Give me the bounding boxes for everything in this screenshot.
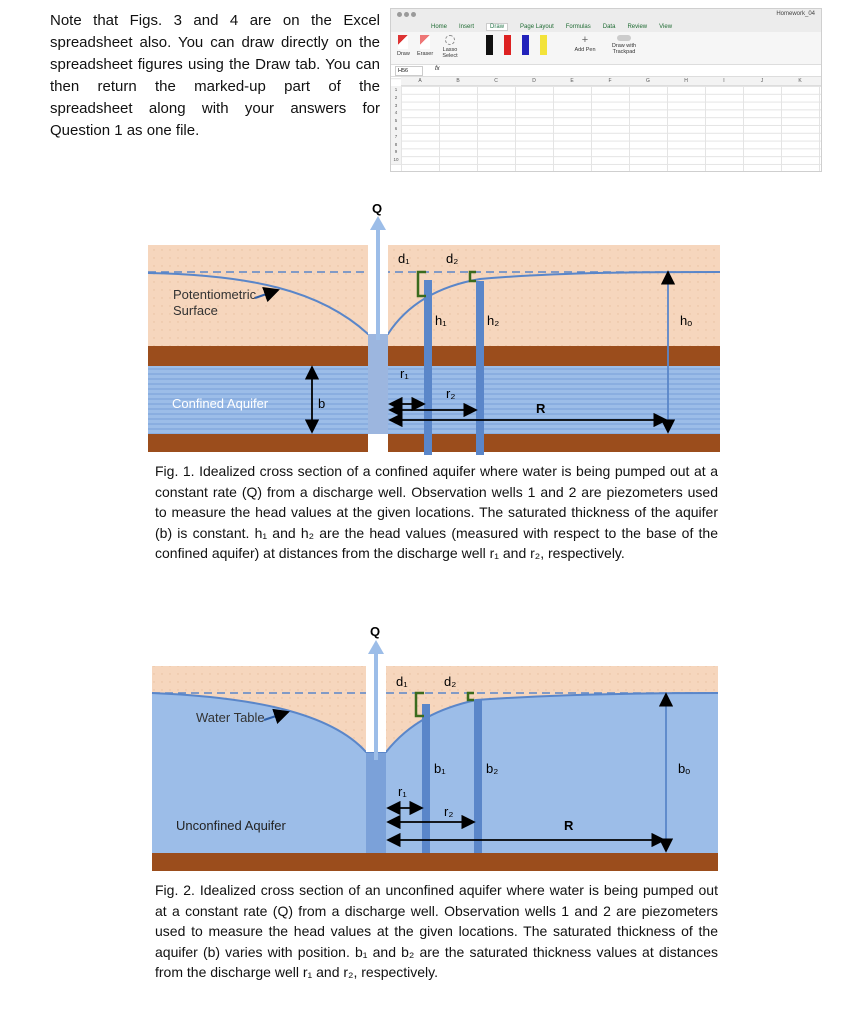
fx-icon[interactable]: fx [435,66,440,72]
bracket-2-d1 [414,691,424,718]
label2-r: R [564,818,574,833]
water-table-pointer-arrow [263,708,290,725]
add-pen-button[interactable]: +Add Pen [574,34,596,54]
pen-blue-button[interactable] [522,35,529,57]
tab-insert[interactable]: Insert [459,23,475,30]
label-b: b [318,396,325,411]
aquifer-base [148,434,720,452]
tab-home[interactable]: Home [431,23,448,30]
tab-view[interactable]: View [659,23,673,30]
label-d2: d₂ [446,251,458,266]
label2-b2: b₂ [486,761,498,776]
draw-ribbon: Draw Eraser Lasso Select +Add Pen Draw w… [391,32,821,65]
label-q: Q [372,201,382,216]
bracket-d1 [416,270,426,298]
trackpad-toggle[interactable]: Draw with Trackpad [609,35,639,55]
bracket-2-d2 [466,691,474,702]
eraser-icon [420,35,431,49]
excel-titlebar: Homework_04 [391,9,821,21]
draw-tool-button[interactable]: Draw [397,35,410,57]
discharge-arrow-head [370,216,386,230]
label2-r2: r₂ [444,804,453,819]
label-water-table: Water Table [196,710,265,725]
plus-icon: + [581,34,589,46]
label-r2: r₂ [446,386,455,401]
red-pen-icon [504,35,511,55]
label2-q: Q [370,624,380,639]
label2-b1: b₁ [434,761,446,776]
impermeable-base [152,853,718,871]
label2-d2: d₂ [444,674,456,689]
toggle-icon [617,35,631,41]
pen-red-button[interactable] [504,35,511,57]
figure-1-caption: Fig. 1. Idealized cross section of a con… [155,463,718,561]
observation-well-2-1 [422,704,430,853]
label-surface-2: Surface [173,303,218,318]
tab-page-layout[interactable]: Page Layout [520,23,554,30]
observation-well-2-2 [474,700,482,853]
figure-2-caption: Fig. 2. Idealized cross section of an un… [155,882,718,980]
window-controls[interactable] [397,12,418,19]
tab-formulas[interactable]: Formulas [565,23,591,30]
highlighter-icon [540,35,547,55]
label-r: R [536,401,546,416]
figure-2-unconfined-aquifer: Q d₁ d₂ b₁ b₂ bₒ r₁ r₂ R Water Table Unc… [151,624,719,871]
pen-black-button[interactable] [486,35,493,57]
tab-data[interactable]: Data [602,23,616,30]
observation-well-1 [424,280,432,455]
label-surface-1: Potentiometric [173,287,257,302]
lasso-icon [445,35,455,45]
label-h1: h₁ [435,313,447,328]
bracket-d2 [468,270,476,283]
discharge-well-water [368,334,388,434]
label-h2: h₂ [487,313,499,328]
lasso-tool-button[interactable]: Lasso Select [439,35,461,59]
surface-pointer-arrow [254,287,280,303]
highlighter-button[interactable] [540,35,547,57]
name-box[interactable]: H56 [395,66,423,76]
discharge-arrow-2-head [368,640,384,654]
label-confined-aquifer: Confined Aquifer [172,396,269,411]
figure-1-confined-aquifer: Q d₁ d₂ h₁ h₂ hₒ r₁ r₂ R b Potentiometri… [147,201,721,455]
observation-well-2 [476,281,484,455]
eraser-tool-button[interactable]: Eraser [417,35,433,57]
label-unconfined-aquifer: Unconfined Aquifer [176,818,287,833]
overburden-sand [148,245,720,346]
formula-bar: H56 fx [391,65,821,77]
label-r1: r₁ [400,366,409,381]
label-ho: hₒ [680,313,692,328]
saturated-zone [152,693,718,853]
label2-bo: bₒ [678,761,690,776]
black-pen-icon [486,35,493,55]
tab-draw[interactable]: Draw [486,22,509,31]
blue-pen-icon [522,35,529,55]
label-d1: d₁ [398,251,410,266]
discharge-well-2-water [366,752,386,853]
pen-icon [398,35,409,49]
intro-paragraph: Note that Figs. 3 and 4 are on the Excel… [50,12,380,139]
excel-window: Homework_04 Home Insert Draw Page Layout… [390,8,822,172]
file-name: Homework_04 [776,11,815,17]
ribbon-tabs: Home Insert Draw Page Layout Formulas Da… [391,21,821,32]
confining-clay-layer [148,346,720,366]
label2-r1: r₁ [398,784,407,799]
tab-review[interactable]: Review [627,23,648,30]
label2-d1: d₁ [396,674,408,689]
